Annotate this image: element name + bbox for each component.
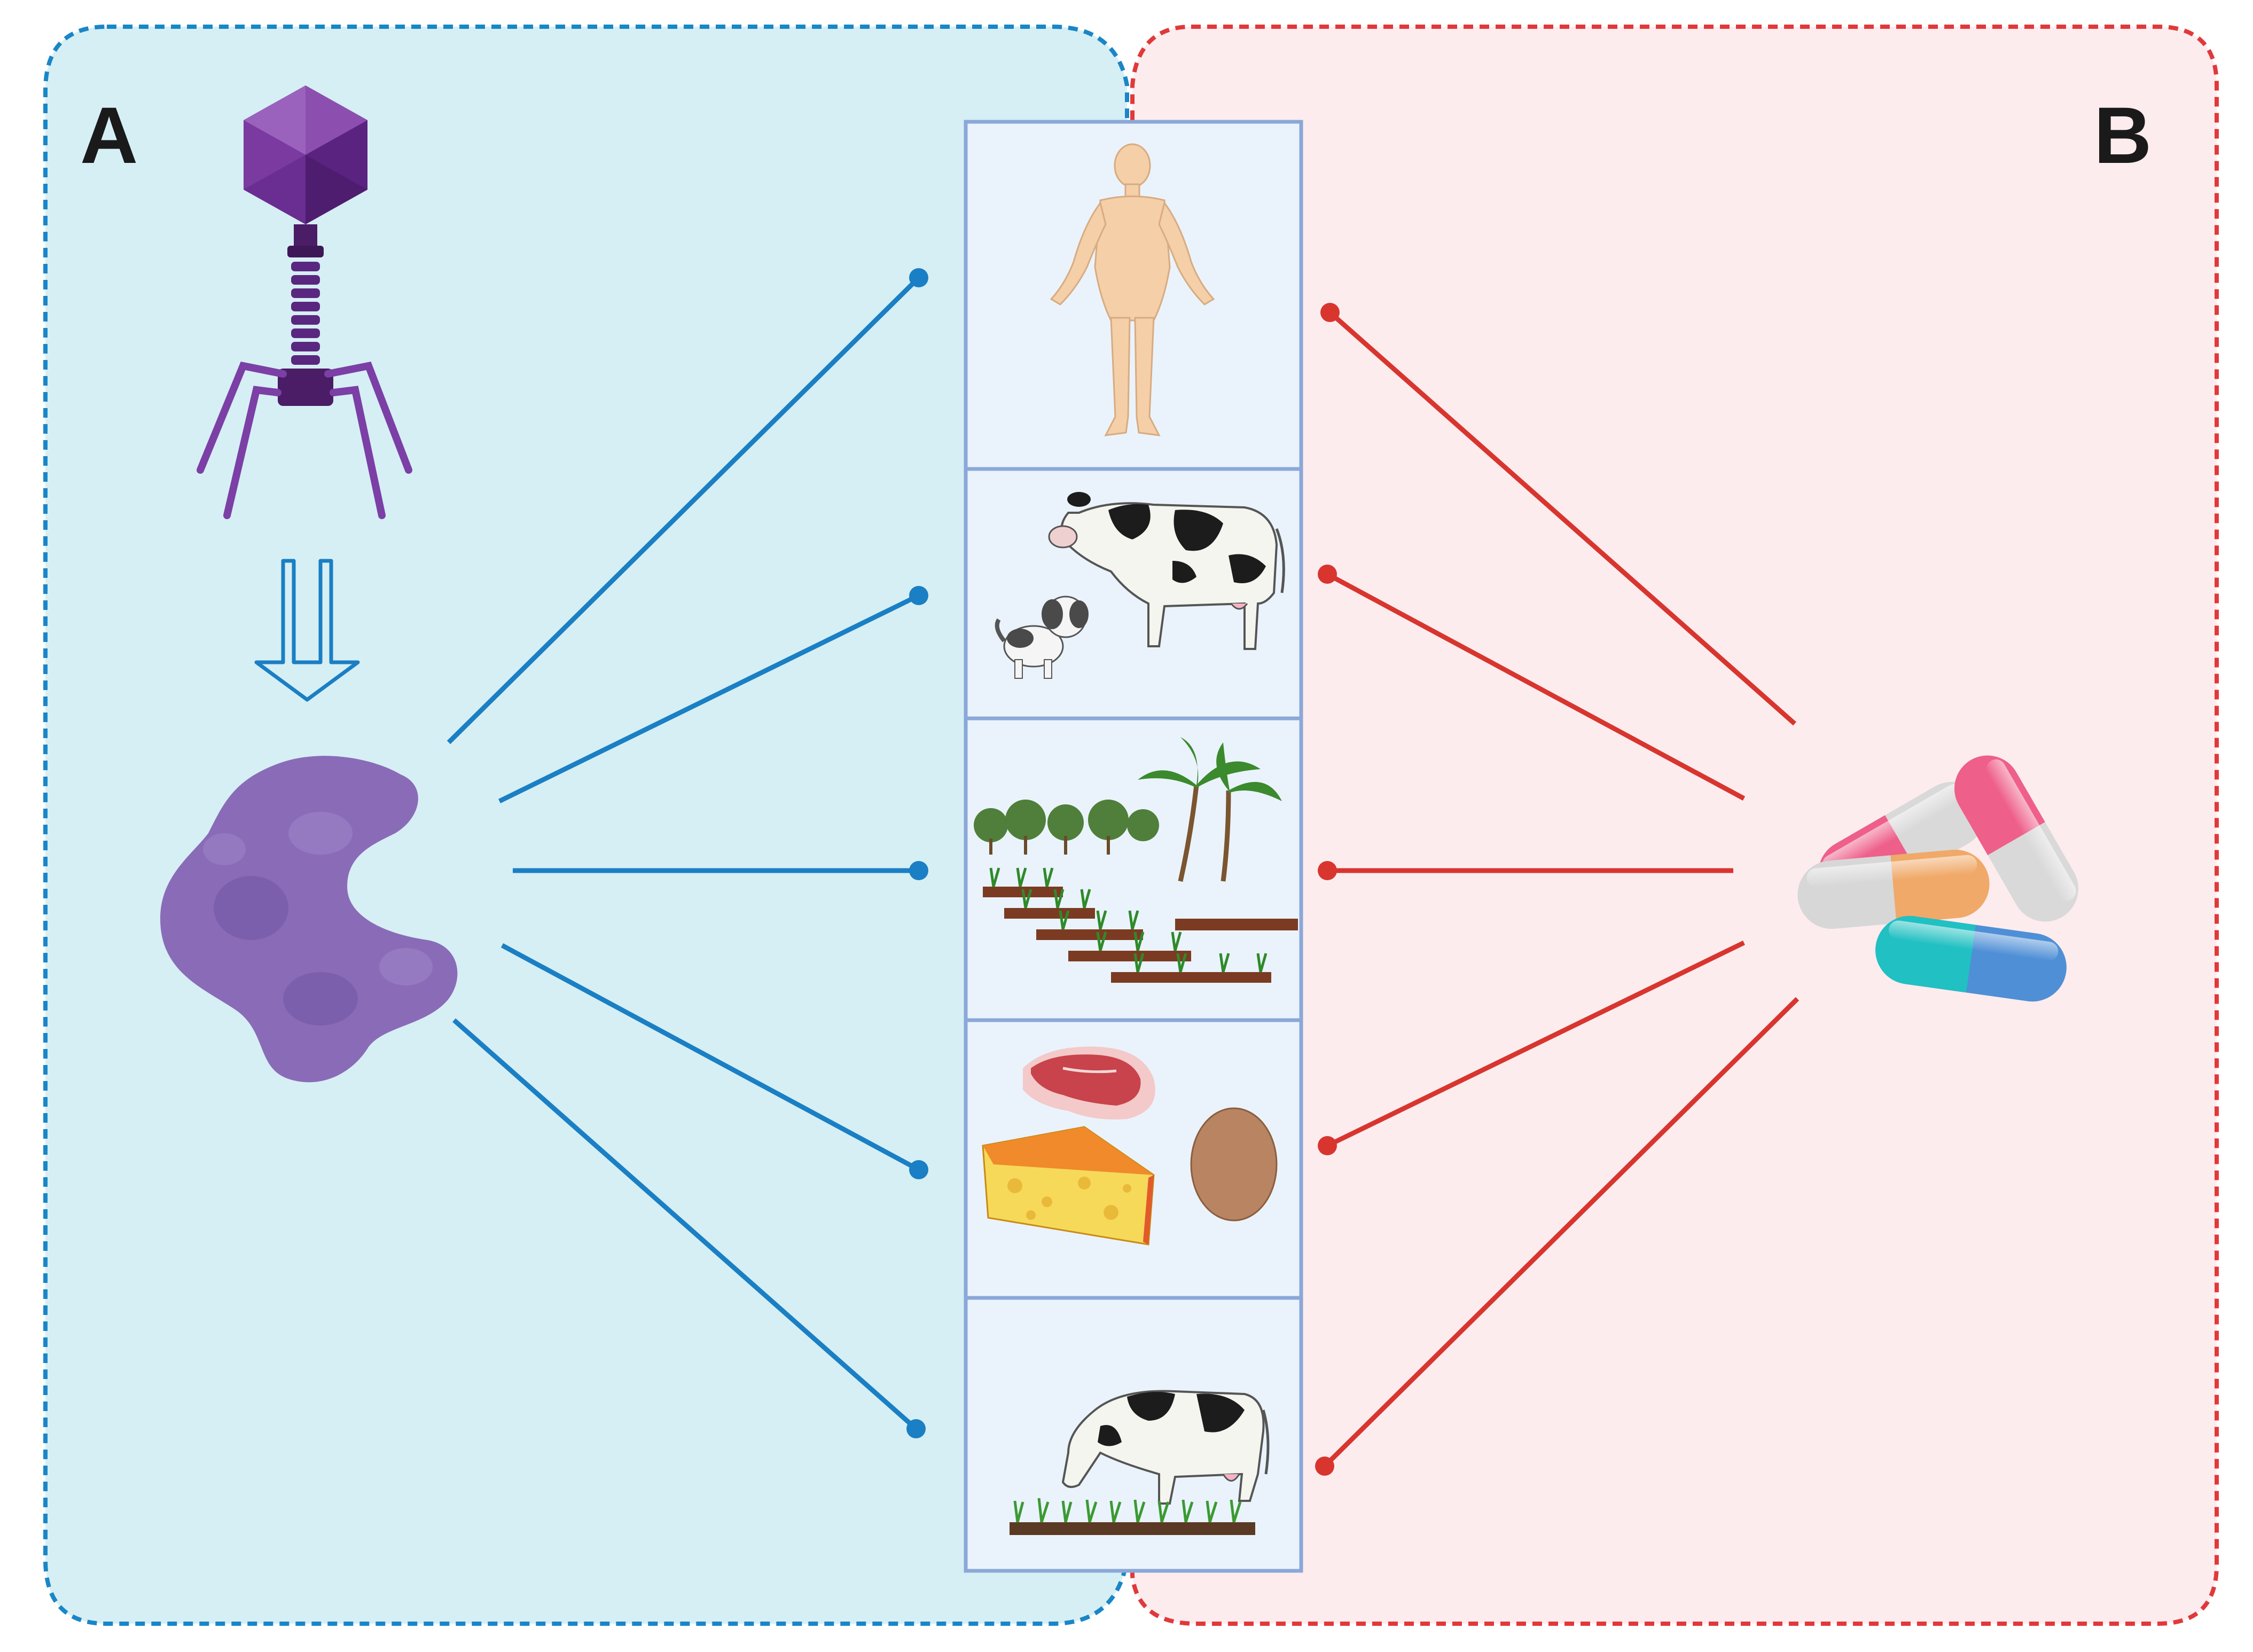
center-stack [964, 120, 1303, 1573]
connector-a-to-human [447, 276, 921, 745]
enzyme-protein-icon [160, 756, 458, 1083]
cheese-wedge-icon [982, 1126, 1155, 1246]
standing-cow-icon [1048, 492, 1285, 650]
connector-b-to-animals [1326, 572, 1746, 801]
grazing-cow-icon [1010, 1390, 1270, 1535]
human-body-icon [1050, 143, 1215, 436]
right-connectors [1315, 303, 1800, 1476]
connector-b-to-human [1328, 310, 1796, 726]
cow-and-dog-icon [995, 492, 1285, 679]
connector-a-to-livestock [452, 1018, 918, 1431]
connector-a-to-animals [498, 593, 920, 804]
connector-b-to-food [1326, 940, 1745, 1148]
panel-a-label: A [80, 90, 138, 180]
crops-and-trees-icon [974, 737, 1298, 983]
small-dog-icon [995, 596, 1089, 679]
meat-cheese-egg-icon [982, 1046, 1278, 1246]
panel-a-background [43, 25, 1129, 1626]
bacteriophage-icon [197, 85, 412, 519]
left-connectors [447, 268, 928, 1438]
panel-b-label: B [2094, 90, 2152, 180]
double-down-arrow-icon [254, 559, 360, 702]
capsule-pills-icon [1797, 755, 2078, 1002]
egg-icon [1190, 1107, 1278, 1222]
connector-b-to-livestock [1323, 997, 1800, 1468]
palm-trees-icon [1178, 785, 1231, 882]
center-stack-frame [964, 120, 1303, 1573]
steak-icon [1023, 1046, 1155, 1119]
connector-a-to-food [500, 943, 920, 1172]
panel-b-background [1130, 25, 2219, 1626]
